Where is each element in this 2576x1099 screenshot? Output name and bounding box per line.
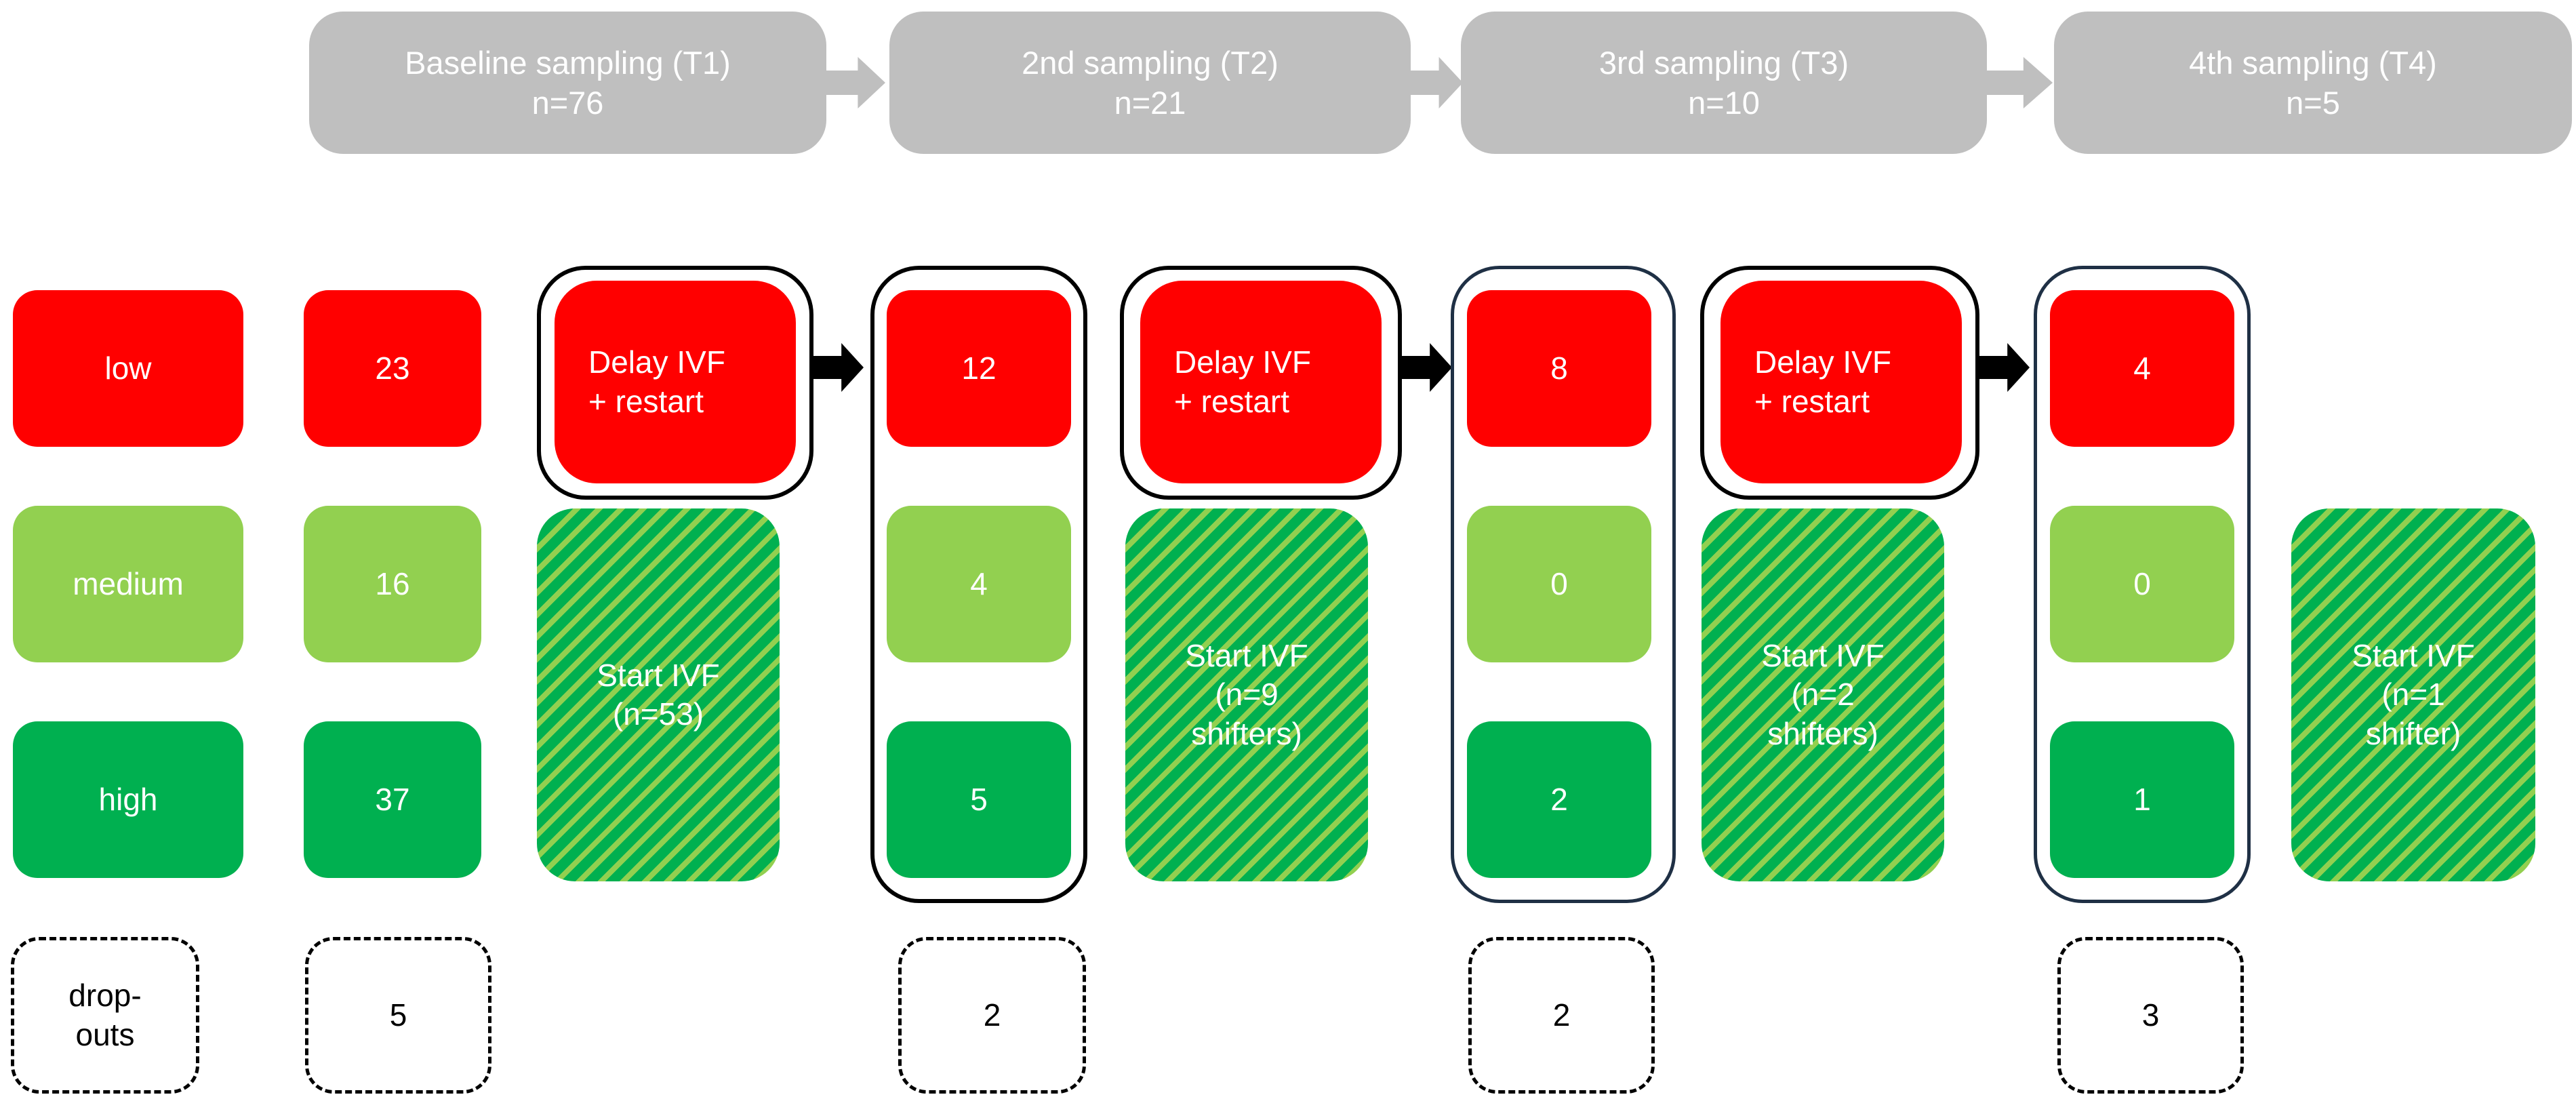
dropouts-t3-box: 2 <box>1468 937 1655 1094</box>
t3-medium-count: 0 <box>1467 506 1651 662</box>
t3-high-count: 2 <box>1467 721 1651 878</box>
t3-low-value: 8 <box>1550 350 1568 386</box>
header-t4-n: n=5 <box>2286 85 2340 121</box>
t4-low-count: 4 <box>2050 290 2234 447</box>
t1-low-count: 23 <box>304 290 481 447</box>
start-ivf-2-line2: (n=9 <box>1215 677 1279 713</box>
start-ivf-1-line2: (n=53) <box>612 696 704 732</box>
delay-outline-3 <box>1700 266 1979 500</box>
delay-ivf-box-1: Delay IVF + restart <box>555 281 796 483</box>
t2-high-count: 5 <box>887 721 1071 878</box>
t2-outline <box>870 266 1087 903</box>
t4-outline <box>2034 266 2251 903</box>
dropouts-t1-value: 5 <box>389 997 407 1033</box>
t2-medium-count: 4 <box>887 506 1071 662</box>
t3-outline <box>1451 266 1676 903</box>
t1-medium-value: 16 <box>375 565 410 601</box>
t1-medium-count: 16 <box>304 506 481 662</box>
dropouts-t2-box: 2 <box>898 937 1086 1094</box>
header-t1-line1: Baseline sampling (T1) <box>405 44 731 81</box>
delay-3-line2: + restart <box>1754 383 1870 419</box>
arrow-right-icon <box>1401 343 1452 392</box>
start-ivf-box-1: Start IVF (n=53) <box>537 508 780 881</box>
t4-medium-count: 0 <box>2050 506 2234 662</box>
category-low: low <box>13 290 243 447</box>
t4-medium-value: 0 <box>2133 565 2151 601</box>
header-t3-n: n=10 <box>1688 85 1760 121</box>
header-t2-line1: 2nd sampling (T2) <box>1022 44 1279 81</box>
category-medium: medium <box>13 506 243 662</box>
start-ivf-box-4: Start IVF (n=1 shifter) <box>2291 508 2535 881</box>
start-ivf-box-3: Start IVF (n=2 shifters) <box>1702 508 1944 881</box>
dropouts-t4-value: 3 <box>2141 997 2160 1033</box>
dropouts-t2-value: 2 <box>983 997 1001 1033</box>
dropouts-t3-value: 2 <box>1552 997 1571 1033</box>
start-ivf-4-line1: Start IVF <box>2352 638 2475 674</box>
dropouts-label-line2: outs <box>75 1016 135 1052</box>
t1-low-value: 23 <box>375 350 410 386</box>
delay-1-line1: Delay IVF <box>588 344 725 380</box>
header-baseline-t1: Baseline sampling (T1) n=76 <box>309 12 826 154</box>
category-high: high <box>13 721 243 878</box>
delay-1-line2: + restart <box>588 383 704 419</box>
start-ivf-3-line2: (n=2 <box>1791 677 1855 713</box>
arrow-right-icon <box>812 343 864 392</box>
t4-high-count: 1 <box>2050 721 2234 878</box>
header-t1-n: n=76 <box>531 85 604 121</box>
header-t4-line1: 4th sampling (T4) <box>2189 44 2437 81</box>
t4-low-value: 4 <box>2133 350 2151 386</box>
dropouts-t1-box: 5 <box>305 937 491 1094</box>
header-2nd-t2: 2nd sampling (T2) n=21 <box>889 12 1411 154</box>
start-ivf-2-line1: Start IVF <box>1185 638 1308 674</box>
t3-medium-value: 0 <box>1550 565 1568 601</box>
delay-outline-1 <box>537 266 813 500</box>
start-ivf-1-line1: Start IVF <box>597 657 720 693</box>
t2-medium-value: 4 <box>970 565 988 601</box>
dropouts-label-box: drop- outs <box>11 937 199 1094</box>
dropouts-label-line1: drop- <box>68 978 142 1014</box>
start-ivf-4-line2: (n=1 <box>2381 677 2445 713</box>
arrow-right-icon <box>1985 57 2053 108</box>
delay-ivf-box-3: Delay IVF + restart <box>1720 281 1962 483</box>
t2-low-count: 12 <box>887 290 1071 447</box>
start-ivf-box-2: Start IVF (n=9 shifters) <box>1125 508 1368 881</box>
delay-3-line1: Delay IVF <box>1754 344 1891 380</box>
header-4th-t4: 4th sampling (T4) n=5 <box>2054 12 2572 154</box>
t4-high-value: 1 <box>2133 781 2151 817</box>
t1-high-count: 37 <box>304 721 481 878</box>
delay-2-line2: + restart <box>1174 383 1290 419</box>
start-ivf-2-line3: shifters) <box>1191 715 1302 751</box>
t2-low-value: 12 <box>961 350 997 386</box>
delay-2-line1: Delay IVF <box>1174 344 1311 380</box>
category-high-label: high <box>98 781 158 817</box>
arrow-right-icon <box>822 57 885 108</box>
start-ivf-4-line3: shifter) <box>2365 715 2461 751</box>
t3-low-count: 8 <box>1467 290 1651 447</box>
t2-high-value: 5 <box>970 781 988 817</box>
start-ivf-3-line1: Start IVF <box>1761 638 1885 674</box>
header-t3-line1: 3rd sampling (T3) <box>1598 44 1849 81</box>
delay-outline-2 <box>1120 266 1402 500</box>
dropouts-t4-box: 3 <box>2057 937 2244 1094</box>
header-t2-n: n=21 <box>1114 85 1186 121</box>
t1-high-value: 37 <box>375 781 410 817</box>
category-medium-label: medium <box>73 565 184 601</box>
arrow-right-icon <box>1978 343 2030 392</box>
category-low-label: low <box>104 350 152 386</box>
header-3rd-t3: 3rd sampling (T3) n=10 <box>1461 12 1987 154</box>
delay-ivf-box-2: Delay IVF + restart <box>1140 281 1382 483</box>
start-ivf-3-line3: shifters) <box>1767 715 1878 751</box>
t3-high-value: 2 <box>1550 781 1568 817</box>
arrow-right-icon <box>1407 57 1463 108</box>
